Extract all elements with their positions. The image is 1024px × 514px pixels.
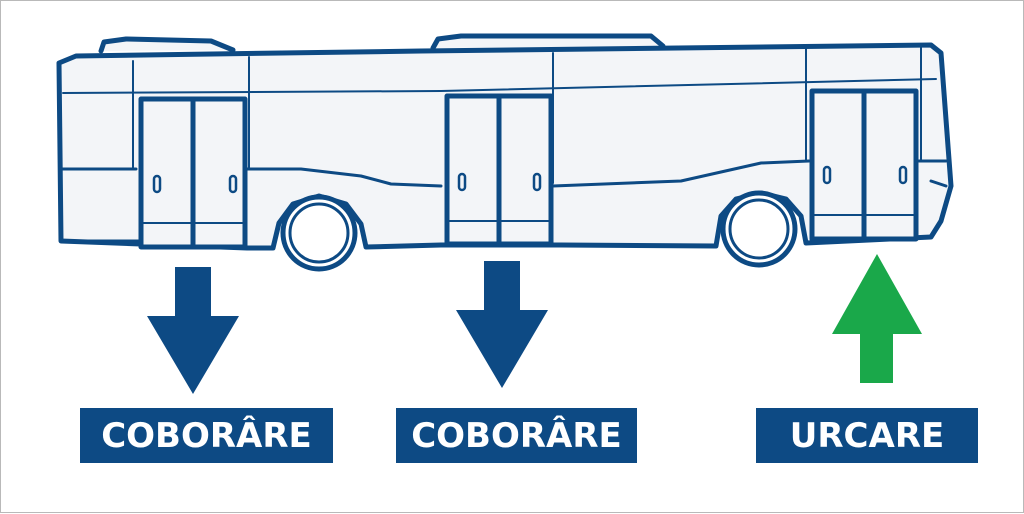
roof-unit-front [98, 36, 236, 54]
front-bumper [929, 179, 948, 188]
arrow-up-icon [832, 254, 922, 383]
arrow-down-icon [147, 267, 239, 394]
front-wheel [720, 190, 798, 268]
door-1-label: COBORÂRE [80, 408, 333, 463]
arrow-down-icon [456, 261, 548, 388]
door-3 [809, 88, 919, 242]
door-2 [444, 93, 554, 247]
rear-wheel [280, 194, 358, 272]
bus-icon [56, 33, 954, 272]
window-top-line [62, 78, 937, 94]
roof-unit-middle [430, 33, 666, 51]
door-1 [138, 96, 248, 250]
window-bottom-line [59, 159, 948, 188]
door-2-label: COBORÂRE [396, 408, 637, 463]
door-3-label: URCARE [756, 408, 978, 463]
